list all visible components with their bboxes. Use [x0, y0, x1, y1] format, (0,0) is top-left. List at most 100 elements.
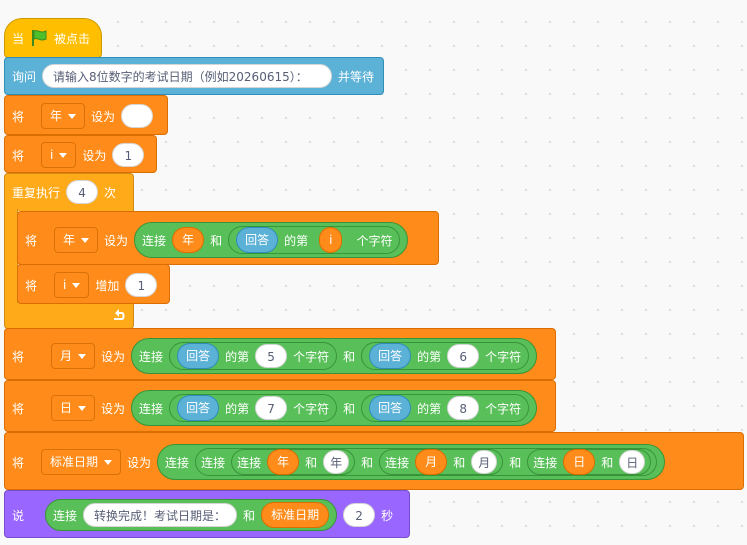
value-input[interactable]: 1: [125, 273, 158, 297]
join-operator-ymd[interactable]: 连接 连接 年 和 年 和 连接 月 和 月 和 连接 日: [195, 448, 658, 476]
seconds-input[interactable]: 2: [343, 503, 376, 527]
variable-dropdown-year[interactable]: 年: [41, 103, 86, 129]
set-i-block[interactable]: 将 i 设为 1: [4, 135, 157, 173]
join-label: 连接: [139, 349, 164, 364]
of-label: 的第: [417, 401, 442, 416]
join-operator[interactable]: 连接 回答 的第 7 个字符 和 回答 的第 8 个字符: [131, 390, 538, 426]
join-operator[interactable]: 连接 转换完成！考试日期是： 和 标准日期: [45, 499, 338, 531]
variable-reporter-i[interactable]: i: [319, 227, 343, 253]
answer-reporter[interactable]: 回答: [177, 343, 220, 369]
join-operator-year[interactable]: 连接 年 和 年: [231, 449, 356, 475]
set-day-block[interactable]: 将 日 设为 连接 回答 的第 7 个字符 和 回答 的第 8 个字符: [4, 380, 556, 432]
change-i-block[interactable]: 将 i 增加 1: [17, 264, 170, 304]
variable-reporter-year[interactable]: 年: [172, 227, 205, 253]
to-label: 设为: [127, 455, 152, 470]
char-label: 个字符: [485, 401, 522, 416]
year-text-input[interactable]: 年: [323, 450, 350, 474]
join-label: 连接: [385, 455, 410, 470]
ask-and-wait-block[interactable]: 询问 请输入8位数字的考试日期（例如20260615）： 并等待: [4, 57, 384, 95]
of-label: 的第: [225, 401, 250, 416]
join-operator-month[interactable]: 连接 月 和 月: [379, 449, 504, 475]
set-label: 将: [12, 401, 25, 416]
caret-down-icon: [78, 405, 87, 411]
dropdown-value: i: [63, 278, 67, 292]
when-label: 当: [12, 31, 25, 46]
join-label: 连接: [142, 233, 167, 248]
letter-of-operator[interactable]: 回答 的第 6 个字符: [361, 342, 530, 370]
caret-down-icon: [59, 152, 68, 158]
times-label: 次: [104, 185, 117, 200]
when-flag-clicked-block[interactable]: 当 被点击: [4, 18, 102, 58]
and-label: 和: [305, 455, 318, 470]
dropdown-value: 日: [60, 401, 73, 415]
join-label: 连接: [237, 455, 262, 470]
set-label: 将: [12, 109, 25, 124]
caret-down-icon: [104, 459, 113, 465]
ask-prompt-input[interactable]: 请输入8位数字的考试日期（例如20260615）：: [42, 64, 333, 88]
to-label: 设为: [101, 401, 126, 416]
set-label: 将: [25, 233, 38, 248]
letter-of-operator[interactable]: 回答 的第 5 个字符: [169, 342, 338, 370]
letter-index-input[interactable]: 8: [447, 396, 480, 420]
letter-of-operator[interactable]: 回答 的第 7 个字符: [169, 394, 338, 422]
join-operator[interactable]: 连接 年 和 回答 的第 i 个字符: [134, 222, 409, 258]
loop-arrow-icon: [111, 307, 127, 326]
set-standard-date-block[interactable]: 将 标准日期 设为 连接 连接 连接 年 和 年 和 连接 月 和 月: [4, 432, 744, 490]
caret-down-icon: [68, 113, 77, 119]
variable-dropdown-month[interactable]: 月: [51, 343, 96, 369]
char-label: 个字符: [293, 349, 330, 364]
and-label: 和: [343, 401, 356, 416]
letter-index-input[interactable]: 5: [255, 344, 288, 368]
letter-index-input[interactable]: 6: [447, 344, 480, 368]
answer-reporter[interactable]: 回答: [177, 395, 220, 421]
and-label: 和: [361, 455, 374, 470]
and-label: 和: [210, 233, 223, 248]
say-label: 说: [12, 508, 25, 523]
day-text-input[interactable]: 日: [619, 450, 646, 474]
set-label: 将: [12, 349, 25, 364]
variable-reporter-month[interactable]: 月: [415, 449, 448, 475]
set-label: 将: [12, 148, 25, 163]
answer-reporter[interactable]: 回答: [236, 227, 279, 253]
set-year-empty-block[interactable]: 将 年 设为: [4, 95, 168, 135]
variable-reporter-year[interactable]: 年: [267, 449, 300, 475]
caret-down-icon: [81, 237, 90, 243]
message-text-input[interactable]: 转换完成！考试日期是：: [83, 503, 238, 527]
variable-dropdown-year[interactable]: 年: [54, 227, 99, 253]
variable-dropdown-standard-date[interactable]: 标准日期: [41, 449, 122, 475]
dropdown-value: 年: [63, 233, 76, 247]
set-month-block[interactable]: 将 月 设为 连接 回答 的第 5 个字符 和 回答 的第 6 个字符: [4, 328, 556, 380]
and-label: 和: [509, 455, 522, 470]
seconds-label: 秒: [381, 508, 394, 523]
join-operator-day[interactable]: 连接 日 和 日: [527, 449, 652, 475]
join-operator[interactable]: 连接 回答 的第 5 个字符 和 回答 的第 6 个字符: [131, 338, 538, 374]
repeat-label: 重复执行: [12, 185, 61, 200]
repeat-block[interactable]: 重复执行 4 次: [4, 173, 134, 211]
join-label: 连接: [533, 455, 558, 470]
value-input[interactable]: [121, 104, 154, 128]
variable-dropdown-day[interactable]: 日: [51, 395, 96, 421]
variable-dropdown-i[interactable]: i: [54, 272, 90, 298]
repeat-arm: [4, 209, 18, 309]
variable-reporter-standard-date[interactable]: 标准日期: [261, 502, 330, 528]
letter-of-operator[interactable]: 回答 的第 i 个字符: [228, 226, 401, 254]
join-label: 连接: [201, 455, 226, 470]
join-label: 连接: [53, 508, 78, 523]
of-label: 的第: [284, 233, 309, 248]
month-text-input[interactable]: 月: [471, 450, 498, 474]
say-for-secs-block[interactable]: 说 连接 转换完成！考试日期是： 和 标准日期 2 秒: [4, 490, 410, 538]
variable-dropdown-i[interactable]: i: [41, 142, 77, 168]
of-label: 的第: [225, 349, 250, 364]
value-input[interactable]: 1: [112, 143, 145, 167]
and-label: 和: [453, 455, 466, 470]
letter-index-input[interactable]: 7: [255, 396, 288, 420]
variable-reporter-day[interactable]: 日: [563, 449, 596, 475]
answer-reporter[interactable]: 回答: [369, 395, 412, 421]
set-label: 将: [25, 278, 38, 293]
repeat-bottom: [4, 303, 134, 329]
join-operator-outer[interactable]: 连接 连接 连接 年 和 年 和 连接 月 和 月 和 连接: [157, 444, 666, 480]
letter-of-operator[interactable]: 回答 的第 8 个字符: [361, 394, 530, 422]
set-year-join-block[interactable]: 将 年 设为 连接 年 和 回答 的第 i 个字符: [17, 211, 439, 265]
repeat-count-input[interactable]: 4: [66, 180, 99, 204]
answer-reporter[interactable]: 回答: [369, 343, 412, 369]
